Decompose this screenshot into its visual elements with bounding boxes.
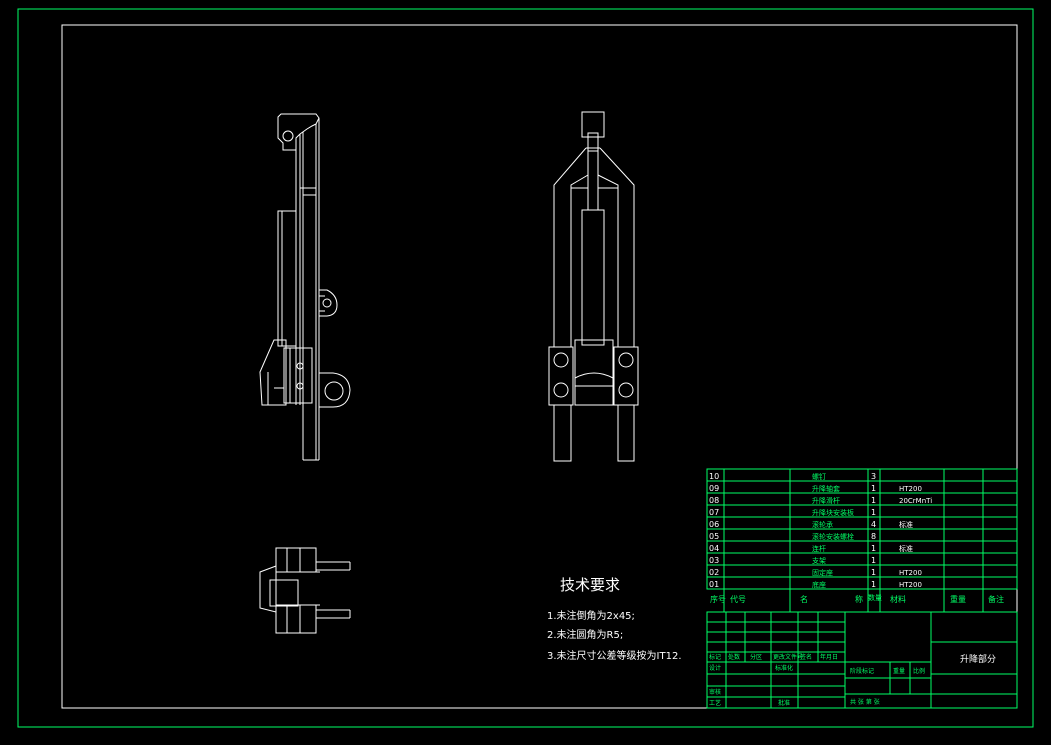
tech-requirements: 技术要求 1.未注倒角为2x45; 2.未注圆角为R5; 3.未注尺寸公差等级按… — [547, 576, 682, 662]
sheets-label: 共 张 第 张 — [850, 698, 880, 706]
bom-row-no: 10 — [709, 472, 719, 481]
designer-label: 设计 — [709, 664, 721, 672]
bom-row-name: 升降滑杆 — [812, 496, 840, 505]
row-label-date: 年月日 — [820, 653, 838, 661]
title-block — [706, 611, 1018, 709]
reviewer-label: 审核 — [709, 688, 721, 696]
row-label-mark: 标记 — [709, 653, 721, 661]
bom-header-code: 代号 — [730, 594, 746, 604]
bom-row-qty: 1 — [871, 508, 876, 517]
bom-row-qty: 3 — [871, 472, 876, 481]
bom-row-name: 支架 — [812, 556, 826, 565]
bom-row-qty: 1 — [871, 568, 876, 577]
row-label-sign: 签名 — [800, 653, 812, 661]
bom-row-material: 标准 — [899, 544, 913, 553]
bom-row-no: 04 — [709, 544, 719, 553]
front-view — [548, 111, 639, 462]
bom-row-no: 07 — [709, 508, 719, 517]
bom-row-no: 08 — [709, 496, 719, 505]
drawing-name: 升降部分 — [960, 653, 996, 665]
bom-row-name: 升降轴套 — [812, 484, 840, 493]
bom-table — [706, 468, 1018, 613]
bom-row-qty: 1 — [871, 580, 876, 589]
side-view — [259, 113, 351, 461]
bom-row-qty: 1 — [871, 544, 876, 553]
bom-header-qty: 数量 — [868, 593, 882, 602]
bom-row-name: 滚轮承 — [812, 520, 833, 529]
bom-row-no: 05 — [709, 532, 719, 541]
row-label-change-doc: 更改文件号 — [773, 653, 803, 661]
bom-row-qty: 1 — [871, 484, 876, 493]
tech-requirements-title: 技术要求 — [560, 576, 620, 594]
tech-requirement-2: 2.未注圆角为R5; — [547, 628, 623, 641]
bom-row-material: 20CrMnTi — [899, 497, 932, 505]
bom-header-note: 备注 — [988, 594, 1004, 604]
process-label: 工艺 — [709, 699, 721, 707]
bom-row-name: 升降块安装板 — [812, 508, 854, 517]
bom-row-no: 06 — [709, 520, 719, 529]
row-label-zone: 分区 — [750, 653, 762, 661]
bom-row-name: 底座 — [812, 580, 826, 589]
scale-label: 比例 — [913, 667, 925, 675]
bom-row-name: 连杆 — [812, 544, 826, 553]
weight-label: 重量 — [893, 667, 905, 675]
bom-header-no: 序号 — [710, 594, 726, 604]
bom-row-name: 滚轮安装螺栓 — [812, 532, 854, 541]
inner-frame — [61, 24, 1018, 709]
bom-row-material: 标准 — [899, 520, 913, 529]
tech-requirement-3: 3.未注尺寸公差等级按为IT12. — [547, 649, 682, 662]
bom-row-qty: 4 — [871, 520, 876, 529]
bom-row-name: 螺钉 — [812, 472, 826, 481]
bom-row-no: 09 — [709, 484, 719, 493]
approve-label: 批准 — [778, 699, 790, 707]
top-view — [259, 547, 351, 634]
outer-frame — [17, 8, 1034, 728]
bom-row-qty: 8 — [871, 532, 876, 541]
bom-row-material: HT200 — [899, 581, 922, 589]
bom-row-no: 03 — [709, 556, 719, 565]
bom-row-material: HT200 — [899, 569, 922, 577]
bom-row-no: 02 — [709, 568, 719, 577]
bom-header-name-right: 称 — [855, 594, 863, 604]
bom-header-name-left: 名 — [800, 594, 808, 604]
title-block-text: 升降部分 标记 处数 分区 更改文件号 签名 年月日 设计 标准化 阶段标记 重… — [709, 653, 996, 707]
stage-mark-label: 阶段标记 — [850, 667, 874, 675]
bom-row-material: HT200 — [899, 485, 922, 493]
row-label-count: 处数 — [728, 653, 740, 661]
tech-requirement-1: 1.未注倒角为2x45; — [547, 609, 635, 622]
bom-row-name: 固定座 — [812, 568, 833, 577]
bom-row-qty: 1 — [871, 556, 876, 565]
bom-row-qty: 1 — [871, 496, 876, 505]
bom-row-no: 01 — [709, 580, 719, 589]
bom-header-material: 材料 — [890, 594, 906, 604]
bom-header-weight: 重量 — [950, 594, 966, 604]
standardized-label: 标准化 — [775, 664, 793, 672]
